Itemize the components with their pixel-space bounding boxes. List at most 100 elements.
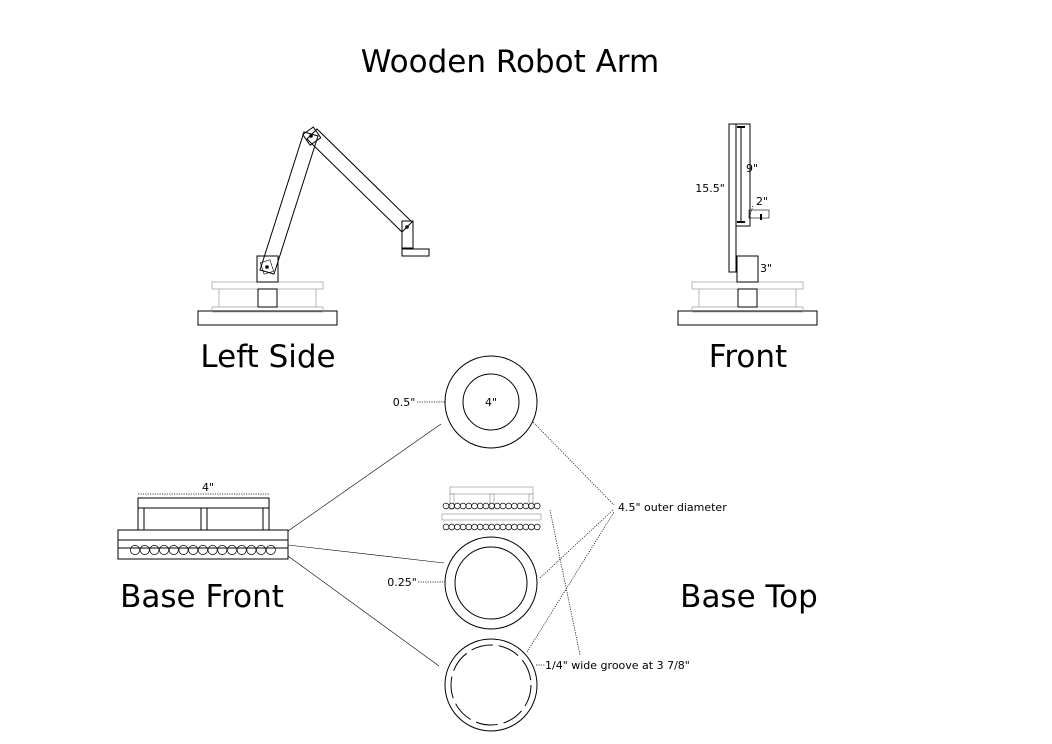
ball-bearing (516, 523, 524, 531)
base-disc-top (211, 281, 324, 290)
ball-bearing (236, 545, 247, 555)
outer-diameter-dim: 4.5" outer diameter (618, 501, 727, 514)
base-top-side-view (441, 486, 542, 531)
base-leg (137, 507, 145, 531)
ball-bearing (459, 523, 467, 531)
wrist (748, 209, 770, 219)
left-side-label: Left Side (200, 339, 335, 375)
ball-bearing (476, 502, 484, 510)
base-leg (200, 507, 208, 531)
ball-bearing (494, 523, 501, 531)
page-title: Wooden Robot Arm (361, 44, 659, 80)
base-block-dim: 3" (760, 262, 772, 275)
ball-bearing (197, 545, 208, 555)
ball-bearings-small (442, 502, 541, 510)
ball-bearing (511, 502, 518, 510)
ball-bearing (471, 523, 478, 531)
callout-line (526, 511, 615, 653)
ball-bearing (499, 502, 507, 510)
upper-arm (259, 131, 319, 275)
ball-bearing (139, 545, 150, 555)
left-side-view (197, 126, 430, 326)
shoulder-block (736, 255, 759, 283)
ball-bearing (494, 502, 501, 510)
base-disc-layer (117, 539, 289, 549)
leader-line (287, 555, 440, 667)
ball-bearing (533, 502, 541, 510)
gripper (401, 248, 430, 257)
callout-line (539, 508, 615, 579)
mid-disc-ring-dim: 0.25" (387, 576, 417, 589)
ball-bearing (227, 545, 237, 555)
wrist-length-dim: 2" (756, 195, 768, 208)
base-leg (262, 507, 270, 531)
forearm (735, 123, 751, 227)
ball-bearing (442, 523, 450, 531)
ball-bearing (511, 523, 518, 531)
base-disc-layer (117, 547, 289, 560)
ball-bearing (471, 502, 478, 510)
top-disc-inner-dim: 4" (485, 396, 497, 409)
ball-bearing (149, 545, 160, 555)
callout-line (532, 421, 615, 506)
leader-line (287, 423, 442, 532)
ball-bearing (168, 545, 179, 555)
ball-bearing (454, 523, 461, 531)
ball-bearing (207, 545, 218, 555)
ball-bearing (465, 502, 473, 510)
rotation-block (257, 288, 278, 308)
wrist (401, 220, 414, 249)
base-top-label: Base Top (680, 579, 818, 615)
ball-bearing (265, 545, 276, 555)
ball-bearing (178, 545, 189, 555)
elbow-joint (301, 126, 322, 146)
base-plate (677, 310, 818, 326)
ball-bearing (499, 523, 507, 531)
ball-bearing (505, 502, 512, 510)
ball-bearing (533, 523, 541, 531)
ball-bearing (522, 523, 530, 531)
shoulder-block (256, 255, 279, 283)
base-front-label: Base Front (120, 579, 284, 615)
base-width-dim: 4" (202, 481, 214, 494)
ball-bearing (130, 545, 140, 555)
ball-bearing (476, 523, 484, 531)
ball-bearing (454, 502, 461, 510)
ball-bearing (442, 502, 450, 510)
front-label: Front (709, 339, 787, 375)
ball-bearing (256, 545, 267, 555)
ball-bearing (516, 502, 524, 510)
ball-bearing (188, 545, 199, 555)
front-view (677, 123, 818, 326)
forearm-length-dim: 9" (746, 162, 758, 175)
base-disc-top (691, 281, 804, 290)
ball-bearing (217, 545, 228, 555)
base-front-view (117, 493, 289, 560)
wrist-pivot (405, 225, 409, 229)
ball-bearing (465, 523, 473, 531)
middle-disc (444, 536, 538, 630)
ball-bearing (246, 545, 257, 555)
elbow-pivot (309, 134, 313, 138)
shoulder-pivot (265, 265, 269, 269)
top-disc-ring-dim: 0.5" (393, 396, 416, 409)
ball-bearing (482, 523, 490, 531)
ball-bearing (528, 502, 535, 510)
ball-bearing (482, 502, 490, 510)
ball-bearing (448, 523, 455, 531)
ball-bearings-small (442, 523, 541, 531)
ball-bearing (528, 523, 535, 531)
ball-bearing (522, 502, 530, 510)
base-top-plate (137, 497, 270, 509)
ball-bearing (159, 545, 170, 555)
ball-bearing (488, 523, 495, 531)
ball-bearing (488, 502, 495, 510)
ball-bearing (505, 523, 512, 531)
groove-dim: 1/4" wide groove at 3 7/8" (545, 659, 690, 672)
arm-length-dim: 15.5" (695, 182, 725, 195)
base-disc-layer (117, 529, 289, 541)
rotation-block (737, 288, 758, 308)
ball-bearing (459, 502, 467, 510)
base-plate (197, 310, 338, 326)
